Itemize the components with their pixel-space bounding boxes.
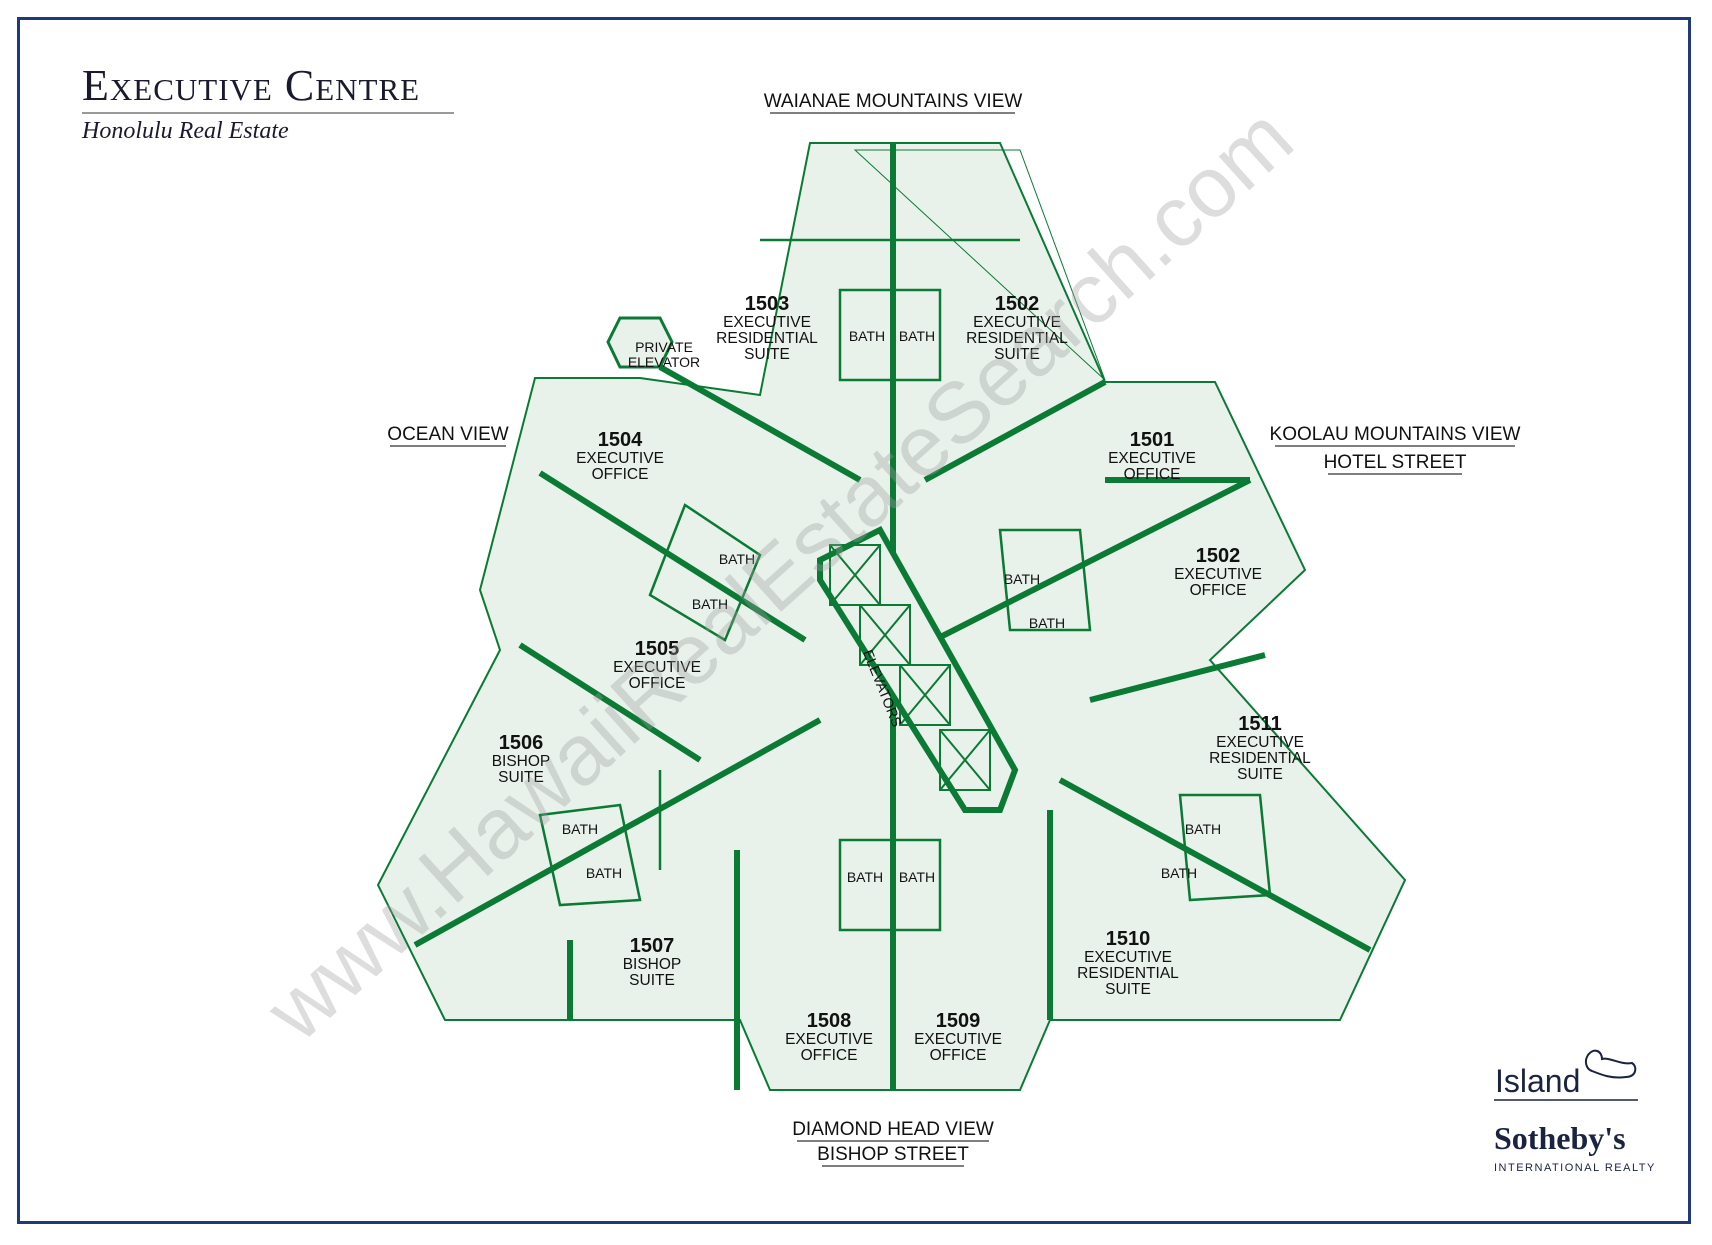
page-subtitle: Honolulu Real Estate <box>82 118 289 144</box>
svg-text:EXECUTIVE: EXECUTIVE <box>1084 949 1172 966</box>
unit-1508: 1508 EXECUTIVE OFFICE <box>785 1010 873 1064</box>
island-map-icon <box>1584 1049 1637 1079</box>
svg-text:EXECUTIVE: EXECUTIVE <box>576 450 664 467</box>
unit-1507: 1507 BISHOP SUITE <box>623 935 682 989</box>
svg-text:EXECUTIVE: EXECUTIVE <box>1108 450 1196 467</box>
svg-text:RESIDENTIAL: RESIDENTIAL <box>716 330 818 347</box>
svg-text:BATH: BATH <box>847 869 883 885</box>
svg-text:BATH: BATH <box>719 551 755 567</box>
svg-text:RESIDENTIAL: RESIDENTIAL <box>1077 965 1179 982</box>
svg-text:OFFICE: OFFICE <box>1190 582 1247 599</box>
svg-text:BATH: BATH <box>899 869 935 885</box>
page-title: Executive Centre <box>82 61 421 110</box>
unit-walls <box>413 143 1372 1090</box>
interior-walls <box>538 238 1272 932</box>
svg-text:RESIDENTIAL: RESIDENTIAL <box>1209 750 1311 767</box>
svg-text:SUITE: SUITE <box>1237 766 1283 783</box>
page-border <box>17 17 1691 1224</box>
logo-international-realty: INTERNATIONAL REALTY <box>1494 1162 1656 1174</box>
svg-text:BATH: BATH <box>1185 821 1221 837</box>
svg-text:1507: 1507 <box>630 935 675 957</box>
svg-text:1511: 1511 <box>1238 713 1281 735</box>
view-label-right-1: KOOLAU MOUNTAINS VIEW <box>1270 424 1521 445</box>
svg-text:BATH: BATH <box>1004 571 1040 587</box>
view-label-bottom-2: BISHOP STREET <box>817 1144 969 1165</box>
svg-text:1502: 1502 <box>995 293 1040 315</box>
unit-1503: 1503 EXECUTIVE RESIDENTIAL SUITE <box>716 293 818 363</box>
svg-text:EXECUTIVE: EXECUTIVE <box>613 659 701 676</box>
svg-text:OFFICE: OFFICE <box>1124 466 1181 483</box>
svg-text:OFFICE: OFFICE <box>629 675 686 692</box>
unit-1502-office: 1502 EXECUTIVE OFFICE <box>1174 545 1262 599</box>
svg-text:EXECUTIVE: EXECUTIVE <box>723 314 811 331</box>
svg-text:EXECUTIVE: EXECUTIVE <box>785 1031 873 1048</box>
svg-text:1501: 1501 <box>1130 429 1175 451</box>
svg-text:BISHOP: BISHOP <box>623 956 682 973</box>
unit-1510: 1510 EXECUTIVE RESIDENTIAL SUITE <box>1077 928 1179 998</box>
svg-text:BATH: BATH <box>849 328 885 344</box>
svg-text:BATH: BATH <box>1029 615 1065 631</box>
private-elevator-label-1: PRIVATE <box>635 339 693 355</box>
svg-text:SUITE: SUITE <box>1105 981 1151 998</box>
svg-text:1502: 1502 <box>1196 545 1241 567</box>
svg-text:OFFICE: OFFICE <box>801 1047 858 1064</box>
svg-text:1504: 1504 <box>598 429 643 451</box>
unit-1504: 1504 EXECUTIVE OFFICE <box>576 429 664 483</box>
view-label-right-2: HOTEL STREET <box>1324 452 1467 473</box>
unit-1506: 1506 BISHOP SUITE <box>492 732 551 786</box>
unit-1501: 1501 EXECUTIVE OFFICE <box>1108 429 1196 483</box>
logo-island: Island <box>1495 1063 1581 1099</box>
unit-1509: 1509 EXECUTIVE OFFICE <box>914 1010 1002 1064</box>
logo-sothebys: Sotheby's <box>1494 1120 1626 1156</box>
view-label-bottom-1: DIAMOND HEAD VIEW <box>792 1119 994 1140</box>
unit-1502-residential: 1502 EXECUTIVE RESIDENTIAL SUITE <box>966 293 1068 363</box>
svg-text:1505: 1505 <box>635 638 680 660</box>
svg-text:1508: 1508 <box>807 1010 852 1032</box>
svg-text:1506: 1506 <box>499 732 544 754</box>
svg-text:BISHOP: BISHOP <box>492 753 551 770</box>
svg-text:BATH: BATH <box>562 821 598 837</box>
elevator-core <box>817 526 1019 813</box>
svg-text:EXECUTIVE: EXECUTIVE <box>914 1031 1002 1048</box>
unit-1511: 1511 EXECUTIVE RESIDENTIAL SUITE <box>1209 713 1311 783</box>
svg-text:RESIDENTIAL: RESIDENTIAL <box>966 330 1068 347</box>
svg-text:BATH: BATH <box>586 865 622 881</box>
svg-text:SUITE: SUITE <box>498 769 544 786</box>
svg-text:OFFICE: OFFICE <box>930 1047 987 1064</box>
svg-text:SUITE: SUITE <box>744 346 790 363</box>
svg-text:EXECUTIVE: EXECUTIVE <box>973 314 1061 331</box>
svg-text:BATH: BATH <box>1161 865 1197 881</box>
svg-text:1509: 1509 <box>936 1010 981 1032</box>
view-label-left: OCEAN VIEW <box>387 424 508 445</box>
unit-1505: 1505 EXECUTIVE OFFICE <box>613 638 701 692</box>
svg-text:BATH: BATH <box>899 328 935 344</box>
bath-labels: BATH BATH BATH BATH BATH BATH BATH BATH … <box>562 328 1221 885</box>
svg-text:OFFICE: OFFICE <box>592 466 649 483</box>
private-elevator-label-2: ELEVATOR <box>628 354 700 370</box>
svg-text:1503: 1503 <box>745 293 790 315</box>
svg-text:1510: 1510 <box>1106 928 1151 950</box>
svg-text:EXECUTIVE: EXECUTIVE <box>1216 734 1304 751</box>
svg-text:SUITE: SUITE <box>994 346 1040 363</box>
svg-text:SUITE: SUITE <box>629 972 675 989</box>
title-divider <box>82 112 454 114</box>
view-label-top: WAIANAE MOUNTAINS VIEW <box>764 91 1023 112</box>
svg-text:BATH: BATH <box>692 596 728 612</box>
svg-text:EXECUTIVE: EXECUTIVE <box>1174 566 1262 583</box>
